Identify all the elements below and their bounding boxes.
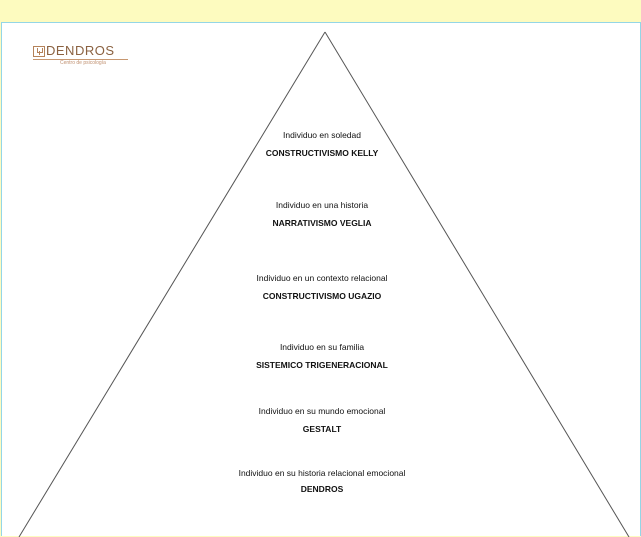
level-description: Individuo en su historia relacional emoc… [238,468,406,478]
logo-tagline: Centro de psicología [60,60,106,66]
diagram-canvas: DENDROS Centro de psicología Individuo e… [1,22,641,537]
level-school: NARRATIVISMO VEGLIA [272,218,372,228]
pyramid-level-5: Individuo en su mundo emocional GESTALT [2,406,641,435]
pyramid-left-edge [18,31,326,537]
pyramid-level-2: Individuo en una historia NARRATIVISMO V… [2,200,641,229]
pyramid-right-edge [324,31,630,537]
level-school: DENDROS [300,484,344,494]
level-school: CONSTRUCTIVISMO KELLY [265,148,379,158]
pyramid-outline [18,31,630,537]
pyramid-level-6: Individuo en su historia relacional emoc… [2,468,641,495]
pyramid-level-1: Individuo en soledad CONSTRUCTIVISMO KEL… [2,130,641,159]
level-description: Individuo en su familia [279,342,365,352]
level-description: Individuo en soledad [283,130,361,140]
logo-underline [33,59,128,60]
level-description: Individuo en un contexto relacional [256,273,388,283]
level-school: GESTALT [302,424,342,434]
pyramid-level-3: Individuo en un contexto relacional CONS… [2,273,641,302]
logo-name: DENDROS [46,43,115,58]
tree-logo-icon [33,46,45,57]
level-school: SISTEMICO TRIGENERACIONAL [256,360,388,370]
level-description: Individuo en su mundo emocional [258,406,386,416]
pyramid-level-4: Individuo en su familia SISTEMICO TRIGEN… [2,342,641,371]
level-school: CONSTRUCTIVISMO UGAZIO [262,291,382,301]
level-description: Individuo en una historia [275,200,369,210]
